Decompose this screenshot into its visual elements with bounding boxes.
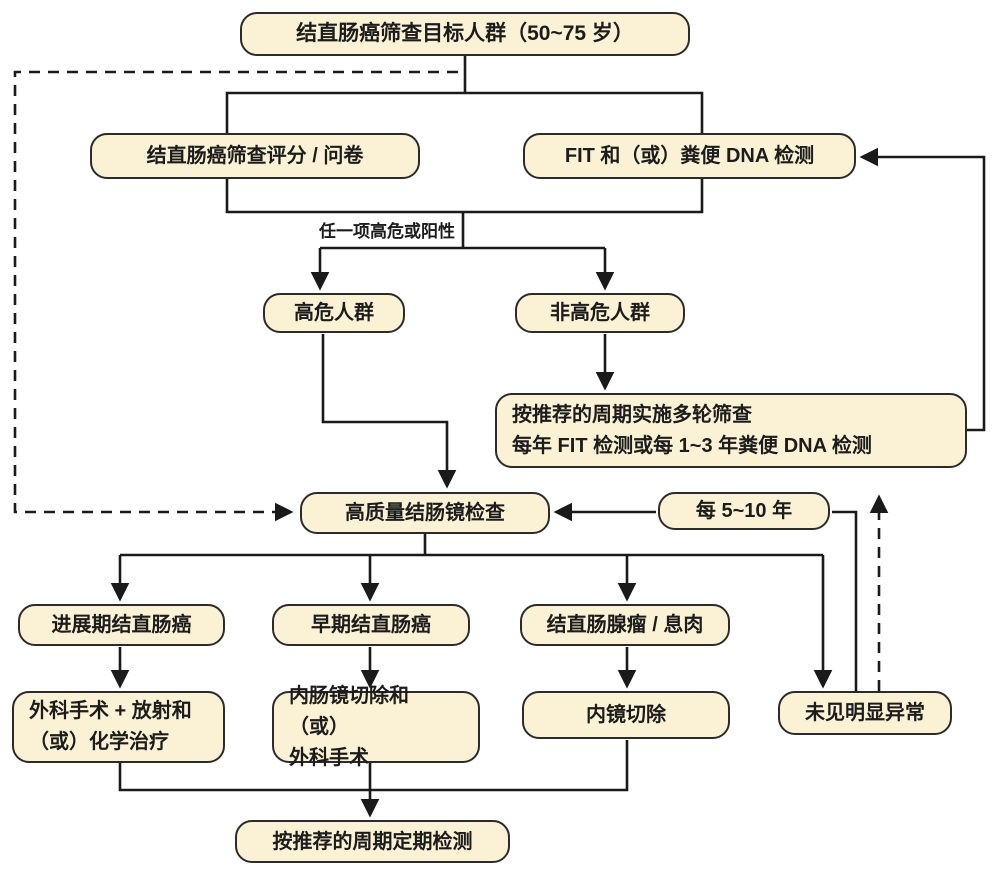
- label-any-high-risk-or-positive: 任一项高危或阳性: [319, 222, 455, 241]
- edge-high-to-colonoscopy: [321, 334, 457, 489]
- node-endoscopic-resection: 内镜切除: [522, 691, 730, 739]
- edge-target-split: [225, 56, 704, 133]
- node-high-risk: 高危人群: [263, 293, 405, 333]
- node-interval-5-10-years: 每 5~10 年: [658, 492, 830, 530]
- edge-colonoscopy-split: [120, 534, 823, 557]
- node-screening-score: 结直肠癌筛查评分 / 问卷: [90, 133, 420, 179]
- edge-normal-to-interval: [832, 510, 858, 691]
- node-colonoscopy: 高质量结肠镜检查: [300, 492, 550, 534]
- node-target-population: 结直肠癌筛查目标人群（50~75 岁）: [240, 12, 690, 56]
- edge-routine-loop-to-fit: [859, 147, 986, 432]
- node-no-abnormality: 未见明显异常: [778, 691, 952, 735]
- node-endoscopic-or-surgery: 内肠镜切除和（或） 外科手术: [272, 685, 480, 769]
- node-surgery-chemo: 外科手术 + 放射和 （或）化学治疗: [12, 691, 225, 763]
- node-non-high-risk: 非高危人群: [515, 293, 685, 333]
- node-periodic-followup: 按推荐的周期定期检测: [235, 820, 510, 863]
- node-routine-screening: 按推荐的周期实施多轮筛查 每年 FIT 检测或每 1~3 年粪便 DNA 检测: [495, 393, 967, 468]
- node-fit-dna-test: FIT 和（或）粪便 DNA 检测: [523, 133, 856, 179]
- node-advanced-crc: 进展期结直肠癌: [18, 604, 225, 646]
- node-adenoma-polyp: 结直肠腺瘤 / 息肉: [520, 604, 730, 646]
- node-early-crc: 早期结直肠癌: [272, 604, 470, 646]
